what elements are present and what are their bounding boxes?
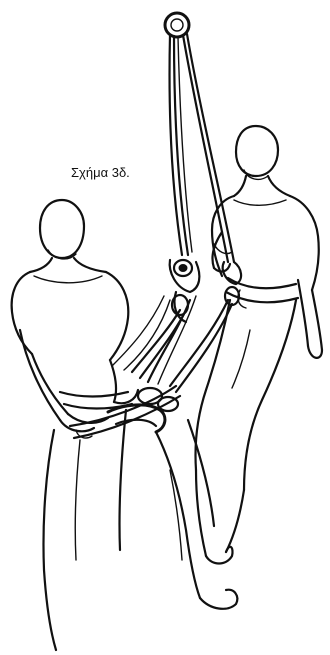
suspension-ropes	[170, 34, 235, 262]
connecting-slings	[112, 296, 232, 392]
figure-caption: Σχήμα 3δ.	[71, 165, 130, 180]
victim-legs-lower	[156, 420, 237, 609]
anchor-ring	[165, 13, 189, 37]
